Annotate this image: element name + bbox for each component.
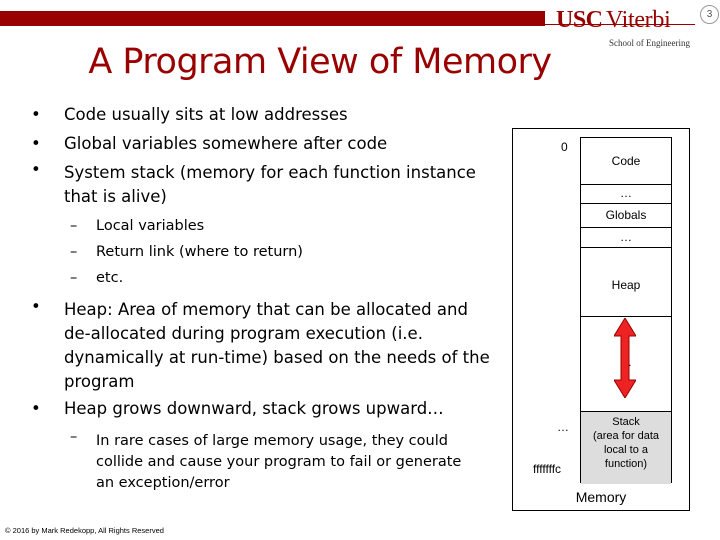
bullet-text: de-allocated during program execution (i… bbox=[64, 324, 423, 343]
dash-glyph: – bbox=[70, 218, 78, 234]
stack-line: local to a bbox=[603, 444, 649, 456]
memory-code-segment: Code bbox=[581, 138, 671, 185]
logo-viterbi-text: Viterbi bbox=[606, 7, 671, 33]
bullet-text: that is alive) bbox=[64, 187, 167, 206]
segment-label: Code bbox=[611, 154, 641, 168]
segment-label: … bbox=[620, 186, 632, 200]
bullet-item: • Code usually sits at low addresses bbox=[25, 100, 495, 129]
logo-usc-text: USC bbox=[556, 7, 603, 33]
stack-line: function) bbox=[604, 458, 648, 470]
header-rule bbox=[545, 24, 695, 25]
dash-glyph: – bbox=[70, 270, 78, 286]
sub-bullet-item: – Return link (where to return) bbox=[25, 239, 495, 265]
memory-globals-segment: Globals bbox=[581, 204, 671, 228]
address-dots: … bbox=[557, 420, 569, 434]
stack-line: (area for data bbox=[592, 430, 660, 442]
stack-line: Stack bbox=[612, 416, 640, 428]
bullet-item: • Heap: Area of memory that can be alloca… bbox=[25, 295, 495, 394]
sub-bullet-text: Local variables bbox=[96, 218, 205, 234]
segment-label: Globals bbox=[605, 208, 647, 222]
segment-label: Heap bbox=[611, 278, 641, 292]
bullet-text: program bbox=[64, 372, 135, 391]
slide-title: A Program View of Memory bbox=[88, 42, 552, 82]
header-bar bbox=[0, 11, 545, 26]
bullet-text: Global variables somewhere after code bbox=[64, 134, 388, 153]
page-number: 3 bbox=[700, 5, 719, 24]
memory-gap-segment: … bbox=[581, 228, 671, 248]
bullet-text: Heap grows downward, stack grows upward… bbox=[64, 399, 444, 418]
bullet-item: • System stack (memory for each function … bbox=[25, 158, 495, 209]
double-arrow-icon bbox=[614, 318, 636, 398]
dash-glyph: – bbox=[70, 244, 78, 260]
bullet-list: • Code usually sits at low addresses • Glo… bbox=[25, 100, 495, 494]
sub-bullet-text: an exception/error bbox=[96, 475, 230, 491]
usc-viterbi-logo: USC Viterbi School of Engineering bbox=[556, 7, 691, 49]
bullet-text: Heap: Area of memory that can be allocat… bbox=[64, 300, 468, 319]
sub-bullet-text: In rare cases of large memory usage, the… bbox=[96, 433, 448, 449]
sub-bullet-text: Return link (where to return) bbox=[96, 244, 303, 260]
sub-bullet-text: collide and cause your program to fail o… bbox=[96, 454, 462, 470]
logo-school-text: School of Engineering bbox=[609, 38, 690, 48]
bullet-item: • Global variables somewhere after code bbox=[25, 129, 495, 158]
bullet-item: • Heap grows downward, stack grows upward… bbox=[25, 394, 495, 423]
bullet-glyph: • bbox=[31, 160, 41, 179]
memory-heap-segment: Heap bbox=[581, 248, 671, 317]
memory-column: Code … Globals … Heap … Stack (area for … bbox=[580, 137, 672, 484]
sub-bullet-text: etc. bbox=[96, 270, 124, 286]
segment-label: Stack (area for data local to a function… bbox=[581, 415, 671, 471]
sub-bullet-item: – etc. bbox=[25, 265, 495, 291]
dash-glyph: – bbox=[70, 429, 78, 445]
memory-stack-segment: Stack (area for data local to a function… bbox=[581, 412, 671, 484]
memory-gap-segment: … bbox=[581, 185, 671, 204]
bullet-glyph: • bbox=[31, 134, 41, 153]
address-end: fffffffc bbox=[533, 462, 562, 476]
sub-bullet-item: – Local variables bbox=[25, 213, 495, 239]
bullet-text: System stack (memory for each function i… bbox=[64, 163, 476, 182]
segment-label: … bbox=[620, 230, 632, 244]
bullet-glyph: • bbox=[31, 297, 41, 316]
bullet-glyph: • bbox=[31, 105, 41, 124]
address-start: 0 bbox=[561, 140, 568, 154]
bullet-glyph: • bbox=[31, 399, 41, 418]
copyright-footer: © 2016 by Mark Redekopp, All Rights Rese… bbox=[5, 526, 164, 535]
memory-label: Memory bbox=[575, 489, 627, 505]
sub-bullet-item: – In rare cases of large memory usage, th… bbox=[25, 427, 495, 494]
bullet-text: Code usually sits at low addresses bbox=[64, 105, 348, 124]
bullet-text: dynamically at run-time) based on the ne… bbox=[64, 348, 490, 367]
